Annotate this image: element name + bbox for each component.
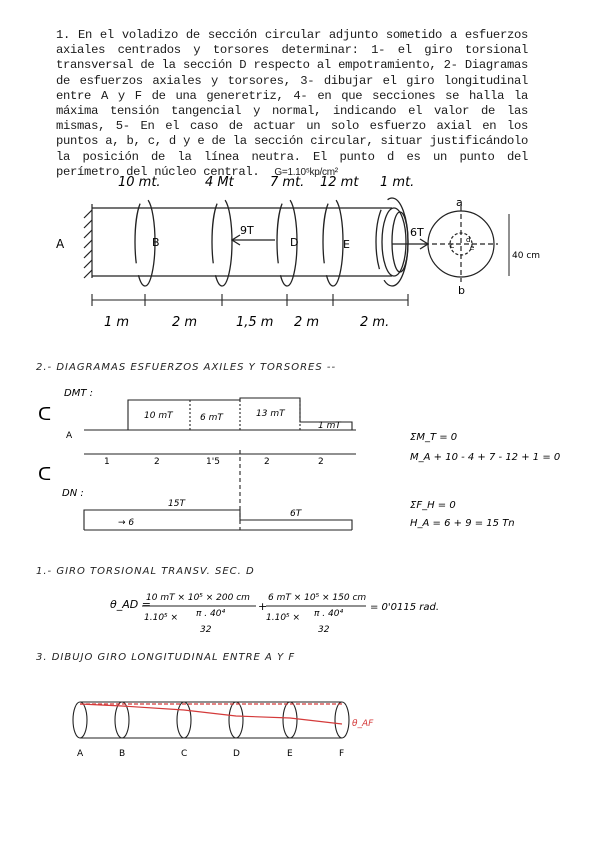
generatrix-label: C bbox=[181, 749, 187, 759]
distance-label: 2 bbox=[264, 457, 270, 467]
length-label: 2 m. bbox=[360, 315, 389, 330]
twist-plus: + bbox=[258, 600, 267, 613]
point-d: d bbox=[466, 236, 470, 244]
axial-force-9t-label: 9T bbox=[240, 224, 254, 237]
distance-label: 1 bbox=[104, 457, 110, 467]
torsion-axis-label: A bbox=[66, 431, 73, 441]
point-e: e bbox=[470, 244, 474, 252]
problem-statement: 1. En el voladizo de sección circular ad… bbox=[56, 28, 528, 180]
torsion-value: 13 mT bbox=[256, 409, 286, 419]
length-label: 2 m bbox=[172, 315, 197, 330]
fixed-support bbox=[83, 204, 93, 279]
twist-denominator: π . 40⁴ bbox=[196, 609, 225, 619]
beam-figure: 10 mt. 4 Mt 7 mt. 12 mt 1 mt. A B bbox=[56, 175, 540, 330]
torque-label: 12 mt bbox=[320, 175, 359, 190]
length-label: 1,5 m bbox=[236, 315, 273, 330]
axial-value: 6T bbox=[290, 509, 303, 519]
length-dimension bbox=[91, 294, 409, 306]
diagrams-figure: DMT : ᑕ A 10 mT 6 mT 13 mT 1 mT 1 2 1'5 … bbox=[38, 388, 560, 531]
torsion-value: 1 mT bbox=[318, 421, 342, 431]
twist-numerator: 10 mT × 10⁵ × 200 cm bbox=[146, 593, 250, 603]
axial-diagram bbox=[83, 450, 353, 531]
axial-arrow: → 6 bbox=[118, 518, 134, 528]
twist-denominator: 1.10⁵ × bbox=[266, 613, 300, 623]
axial-label: DN : bbox=[62, 488, 84, 499]
twist-equation: θ_AD = 10 mT × 10⁵ × 200 cm 1.10⁵ × π . … bbox=[110, 593, 439, 635]
axial-force-9t bbox=[230, 234, 275, 246]
twist-denominator: 32 bbox=[200, 625, 212, 635]
twist-lhs: θ_AD = bbox=[110, 598, 151, 611]
support-label: A bbox=[56, 237, 65, 251]
shear-modulus: G=1.10⁵kp/cm² bbox=[274, 166, 338, 178]
generatrix-angle: θ_AF bbox=[352, 719, 374, 729]
beam-body bbox=[92, 197, 409, 287]
section-label-e: E bbox=[343, 238, 350, 251]
axial-value: 15T bbox=[168, 499, 186, 509]
torsion-label: DMT : bbox=[64, 388, 93, 399]
twist-denominator: 32 bbox=[318, 625, 330, 635]
generatrix-figure: θ_AF A B C D E F bbox=[72, 701, 374, 759]
torsion-value: 6 mT bbox=[200, 413, 224, 423]
diameter-label: 40 cm bbox=[512, 251, 540, 261]
torsion-rotation-icon: ᑕ bbox=[38, 404, 51, 425]
generatrix-beam bbox=[72, 701, 350, 739]
torque-label: 4 Mt bbox=[205, 175, 235, 190]
distance-label: 1'5 bbox=[206, 457, 220, 467]
section-label-b: B bbox=[152, 236, 160, 249]
torsion-equation: M_A + 10 - 4 + 7 - 12 + 1 = 0 bbox=[410, 452, 560, 463]
generatrix-label: A bbox=[77, 749, 84, 759]
torsion-value: 10 mT bbox=[144, 411, 174, 421]
torsion-equation: ΣM_T = 0 bbox=[410, 432, 457, 443]
cross-section bbox=[424, 206, 498, 282]
twist-numerator: 6 mT × 10⁵ × 150 cm bbox=[268, 593, 366, 603]
point-a: a bbox=[456, 196, 463, 209]
generatrix-title: 3. DIBUJO GIRO LONGITUDINAL ENTRE A Y F bbox=[36, 652, 296, 663]
torque-label: 10 mt. bbox=[118, 175, 161, 190]
axial-equation: H_A = 6 + 9 = 15 Tn bbox=[410, 518, 515, 529]
torsion-diagram bbox=[84, 397, 356, 431]
distance-label: 2 bbox=[154, 457, 160, 467]
point-c: c bbox=[450, 241, 454, 250]
length-label: 2 m bbox=[294, 315, 319, 330]
generatrix-label: E bbox=[287, 749, 293, 759]
section-label-d: D bbox=[290, 236, 298, 249]
axial-equation: ΣF_H = 0 bbox=[410, 500, 456, 511]
problem-text: 1. En el voladizo de sección circular ad… bbox=[56, 28, 528, 179]
twist-title: 1.- GIRO TORSIONAL TRANSV. SEC. D bbox=[36, 566, 255, 577]
torque-label: 1 mt. bbox=[380, 175, 414, 190]
twist-denominator: π . 40⁴ bbox=[314, 609, 343, 619]
point-b: b bbox=[458, 284, 465, 297]
axial-force-6t-label: 6T bbox=[410, 226, 424, 239]
generatrix-label: B bbox=[119, 749, 125, 759]
generatrix-label: F bbox=[339, 749, 344, 759]
generatrix-label: D bbox=[233, 749, 240, 759]
axial-force-6t bbox=[392, 238, 430, 250]
axial-rotation-icon: ᑕ bbox=[38, 464, 51, 485]
twist-result: = 0'0115 rad. bbox=[370, 602, 439, 613]
length-label: 1 m bbox=[104, 315, 129, 330]
torque-label: 7 mt. bbox=[270, 175, 304, 190]
generatrix-lines bbox=[79, 703, 343, 725]
diagrams-title: 2.- DIAGRAMAS ESFUERZOS AXILES Y TORSORE… bbox=[36, 362, 337, 373]
distance-label: 2 bbox=[318, 457, 324, 467]
twist-denominator: 1.10⁵ × bbox=[144, 613, 178, 623]
